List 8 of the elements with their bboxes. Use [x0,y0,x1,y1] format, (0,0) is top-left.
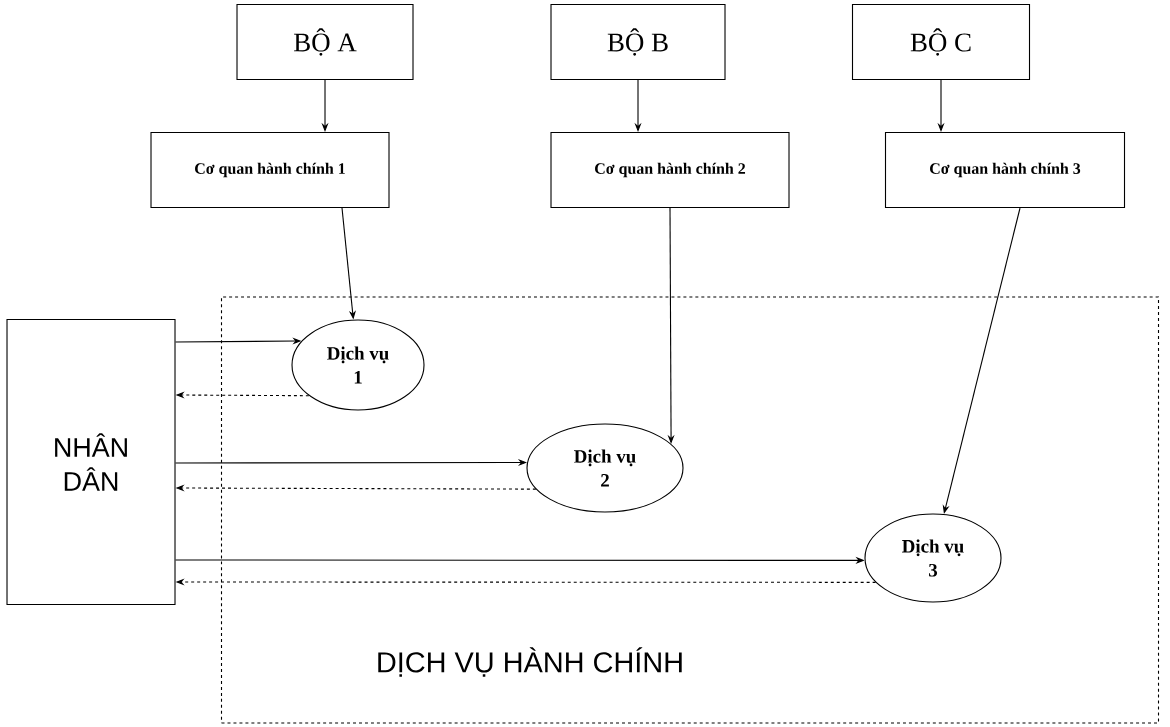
ministry-box: BỘ C [851,3,1031,81]
agency-box: Cơ quan hành chính 3 [884,131,1126,209]
people-box: NHÂN DÂN [6,318,176,606]
ministry-box: BỘ B [550,3,726,81]
arrow [942,207,1021,514]
ministry-box: BỘ A [236,3,414,81]
agency-box: Cơ quan hành chính 2 [550,131,790,209]
agency-box: Cơ quan hành chính 1 [150,131,390,209]
